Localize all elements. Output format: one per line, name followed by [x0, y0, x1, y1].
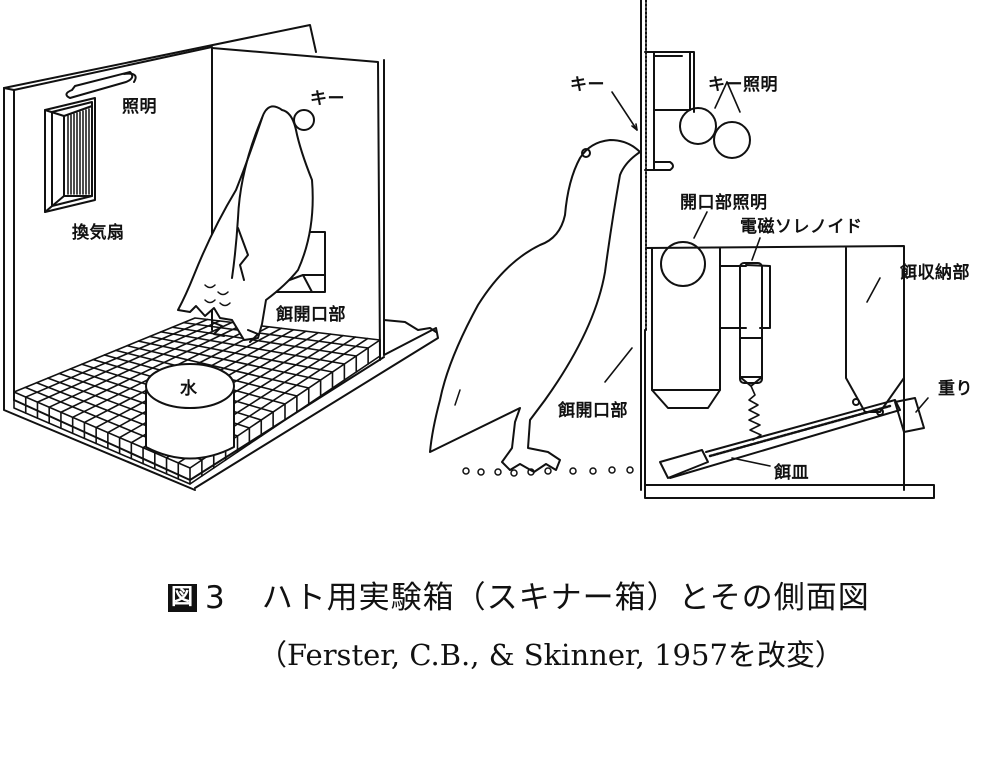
grid-line: [48, 321, 233, 409]
label-feed-storage: 餌収納部: [900, 263, 970, 283]
key-light-bulb-2: [713, 121, 751, 159]
pigeon-left: [177, 105, 315, 343]
grid-line: [182, 321, 369, 349]
grid-line: [160, 331, 346, 365]
label-weight: 重り: [938, 379, 973, 399]
pigeon-eye: [581, 148, 591, 158]
grid-line: [148, 335, 334, 373]
leader-arrows: [604, 81, 929, 467]
back-wall: [3, 24, 317, 89]
label-feeder-opening-right: 餌開口部: [558, 401, 628, 421]
grid-line: [126, 344, 310, 389]
grid-line: [60, 323, 246, 414]
left-box-perspective: [3, 24, 439, 491]
label-key-right: キー: [570, 75, 605, 95]
weight: [894, 397, 925, 433]
grid-line: [36, 320, 221, 403]
grid-line: [24, 318, 209, 398]
pigeon-side: [429, 139, 641, 473]
figure-caption-source: （Ferster, C.B., & Skinner, 1957を改変）: [258, 638, 844, 672]
grid-line: [171, 326, 358, 357]
magazine-housing: [644, 241, 935, 499]
figure-drawing: [3, 0, 935, 499]
floor-holes: [462, 466, 634, 477]
label-feeder-opening-left: 餌開口部: [276, 305, 346, 325]
label-water: 水: [180, 379, 198, 399]
label-solenoid: 電磁ソレノイド: [740, 217, 863, 237]
key-light-bulb-1: [679, 107, 717, 145]
side-view-wall: [640, 0, 647, 491]
key-mechanism: [644, 51, 751, 171]
grid-line: [137, 340, 322, 381]
water-container: [145, 363, 235, 460]
label-opening-lighting: 開口部照明: [680, 193, 768, 213]
base-plate: [644, 484, 935, 499]
lighting-fixture: [65, 71, 137, 99]
key-left: [293, 109, 315, 131]
label-key-left: キー: [310, 89, 345, 109]
figure-mark: 図: [168, 584, 198, 612]
figure-number: 3: [205, 580, 226, 616]
opening-light-bulb: [660, 241, 706, 287]
caption-title: ハト用実験箱（スキナー箱）とその側面図: [261, 580, 870, 616]
label-feed-tray: 餌皿: [774, 463, 809, 483]
label-fan: 換気扇: [72, 223, 125, 243]
solenoid: [739, 262, 763, 384]
label-key-lighting: キー照明: [708, 75, 778, 95]
label-lighting: 照明: [122, 97, 157, 117]
fan-icon: [44, 97, 96, 213]
feed-tray: [659, 449, 709, 479]
skinner-box-figure: 照明 換気扇 キー 餌開口部 水 キー キー照明 開口部照明 電磁ソレノイド 餌…: [3, 0, 973, 499]
